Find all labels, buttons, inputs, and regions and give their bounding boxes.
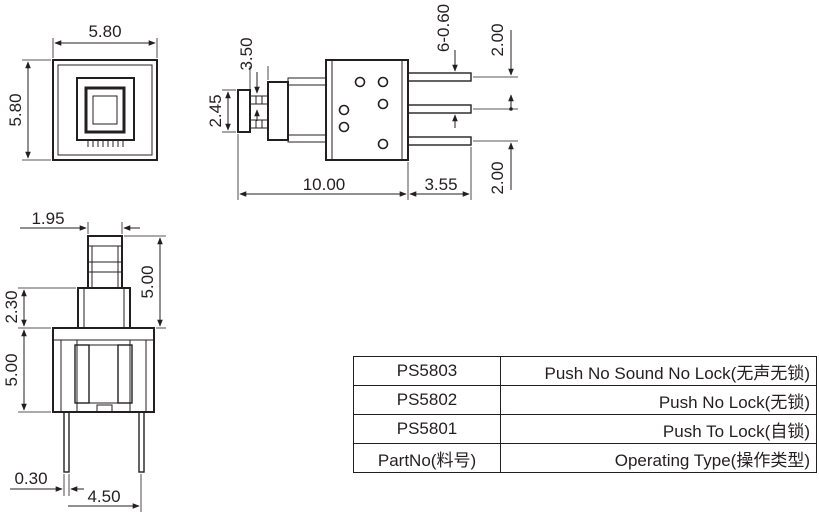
front-step-height-label: 2.30 bbox=[2, 290, 21, 323]
side-pin-top bbox=[407, 72, 472, 82]
table-row: PS5803 Push No Sound No Lock(无声无锁) bbox=[353, 356, 817, 386]
plunger-travel-label: 3.50 bbox=[237, 37, 256, 70]
front-plunger-width-label: 1.95 bbox=[31, 209, 64, 228]
side-pin-bottom bbox=[407, 136, 472, 146]
part-number-cell: PS5801 bbox=[353, 414, 501, 444]
operating-type-cell: Push To Lock(自锁) bbox=[500, 414, 817, 444]
top-view: 5.80 5.80 bbox=[6, 22, 158, 161]
side-pin-middle bbox=[407, 104, 472, 114]
operating-type-header: Operating Type(操作类型) bbox=[500, 443, 817, 473]
pin-pitch-bottom-label: 2.00 bbox=[488, 161, 507, 194]
front-stem-block bbox=[77, 287, 131, 329]
table-row: PS5801 Push To Lock(自锁) bbox=[353, 414, 817, 444]
front-body-height-label: 5.00 bbox=[2, 353, 21, 386]
part-spec-table: PS5803 Push No Sound No Lock(无声无锁) PS580… bbox=[353, 356, 817, 473]
top-view-contact-teeth bbox=[87, 140, 124, 147]
side-pin-length-label: 3.55 bbox=[424, 175, 457, 194]
top-view-plunger-inner bbox=[84, 86, 126, 134]
top-view-body bbox=[52, 59, 158, 161]
operating-type-cell: Push No Sound No Lock(无声无锁) bbox=[500, 356, 817, 386]
operating-type-cell: Push No Lock(无锁) bbox=[500, 385, 817, 415]
part-number-header: PartNo(料号) bbox=[353, 443, 501, 473]
pin-pitch-top-label: 2.00 bbox=[488, 23, 507, 56]
side-plunger-neck bbox=[249, 95, 269, 129]
side-housing bbox=[287, 77, 327, 143]
table-header-row: PartNo(料号) Operating Type(操作类型) bbox=[353, 443, 817, 473]
top-width-label: 5.80 bbox=[88, 22, 121, 41]
front-view: 1.95 5.00 2.30 5.00 0.30 4.50 bbox=[2, 209, 166, 512]
top-view-plunger-core bbox=[92, 95, 118, 125]
side-plunger-tip bbox=[237, 89, 251, 133]
pin-spacing-label: 4.50 bbox=[87, 487, 120, 506]
top-view-inner-frame bbox=[57, 64, 153, 156]
side-body-holes bbox=[338, 76, 389, 150]
top-view-plunger-outer bbox=[76, 77, 135, 141]
side-body bbox=[325, 59, 409, 161]
pin-spec-label: 6-0.60 bbox=[434, 4, 453, 52]
front-upper-height-label: 5.00 bbox=[138, 265, 157, 298]
side-stem-block bbox=[267, 81, 289, 141]
part-number-cell: PS5802 bbox=[353, 385, 501, 415]
front-body bbox=[52, 327, 155, 413]
front-pin-left bbox=[63, 411, 70, 473]
side-view: 2.00 2.00 6-0.60 3.50 2.45 10.00 3.55 bbox=[206, 4, 518, 200]
side-body-length-label: 10.00 bbox=[303, 175, 346, 194]
pin-thickness-label: 0.30 bbox=[14, 469, 47, 488]
front-pin-right bbox=[138, 411, 145, 473]
plunger-height-label: 2.45 bbox=[206, 94, 225, 127]
table-row: PS5802 Push No Lock(无锁) bbox=[353, 385, 817, 415]
top-height-label: 5.80 bbox=[6, 93, 25, 126]
part-number-cell: PS5803 bbox=[353, 356, 501, 386]
